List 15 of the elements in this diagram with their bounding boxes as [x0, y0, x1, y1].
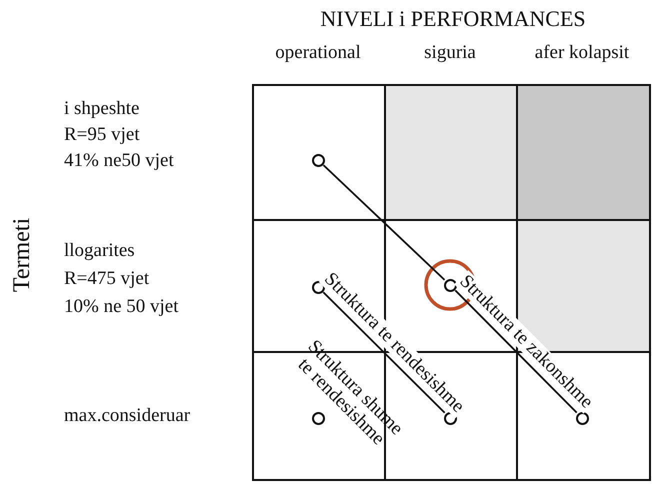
row-header: llogarites	[64, 240, 135, 262]
connector-line	[322, 292, 446, 414]
row-header: i shpeshte	[64, 98, 140, 120]
connector-line	[322, 164, 446, 280]
matrix-title: NIVELI i PERFORMANCES	[320, 8, 586, 30]
row-header: 10% ne 50 vjet	[64, 296, 179, 318]
column-header: siguria	[424, 42, 476, 64]
column-header: afer kolapsit	[534, 42, 630, 64]
row-header: max.consideruar	[64, 405, 190, 427]
row-header: 41% ne50 vjet	[64, 150, 174, 172]
axis-title: Termeti	[11, 218, 33, 292]
column-header: operational	[275, 42, 361, 64]
row-header: R=475 vjet	[64, 268, 150, 290]
connector-line	[454, 290, 578, 414]
row-header: R=95 vjet	[64, 124, 140, 146]
